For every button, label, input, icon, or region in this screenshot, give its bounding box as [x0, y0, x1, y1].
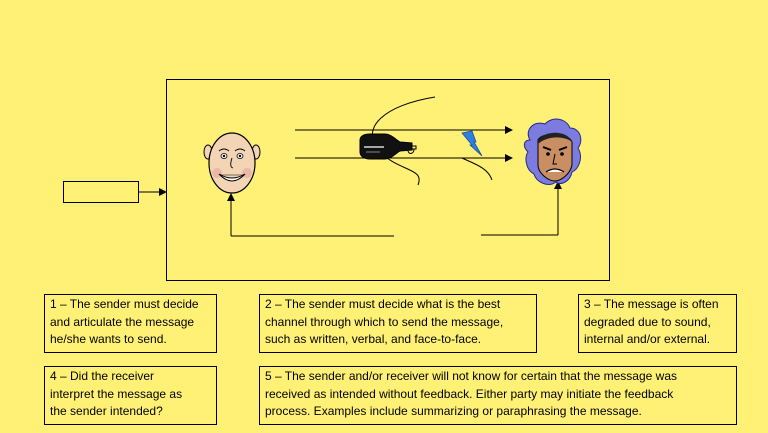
- input-box: [63, 181, 139, 203]
- note-feedback: 5 – The sender and/or receiver will not …: [259, 366, 737, 425]
- note-receiver-interpret: 4 – Did the receiver interpret the messa…: [44, 366, 217, 425]
- lightning-bolt-icon: [461, 130, 483, 157]
- smiling-bald-man-icon: [203, 132, 261, 194]
- note-message-degraded: 3 – The message is often degraded due to…: [578, 294, 737, 353]
- noise-curve-right: [461, 157, 493, 181]
- note-sender-decide: 1 – The sender must decide and articulat…: [44, 294, 217, 353]
- note-channel-choice: 2 – The sender must decide what is the b…: [259, 294, 537, 353]
- frowning-man-icon: [523, 118, 582, 185]
- communication-frame: [166, 79, 610, 281]
- message-bottle-icon: [359, 133, 417, 160]
